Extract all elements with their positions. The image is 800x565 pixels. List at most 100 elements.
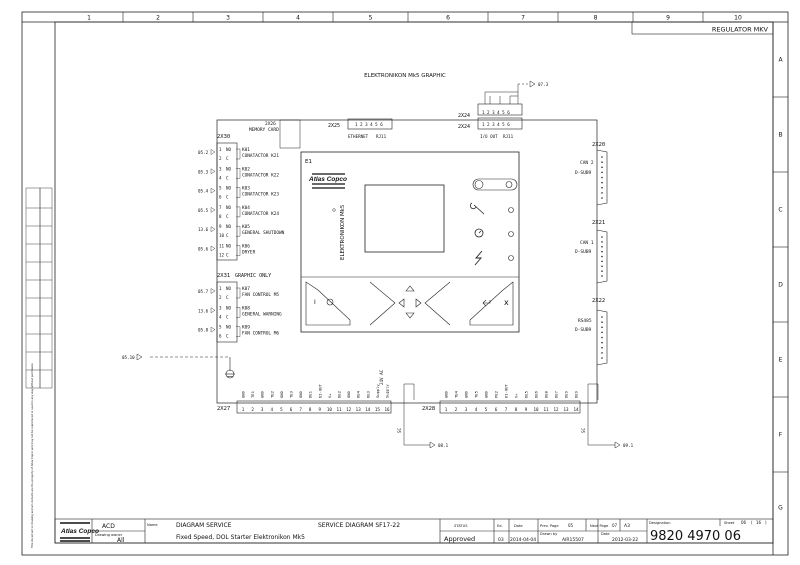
relay-pin: 6 — [219, 334, 222, 339]
relay-code: K04 — [242, 205, 250, 211]
signal-label: GND — [241, 390, 246, 398]
title-block — [54, 518, 774, 544]
dsub-2x21 — [596, 229, 608, 284]
tb-date-label: Date — [514, 524, 523, 528]
ethernet-pins: 1 2 3 4 5 6 — [355, 122, 383, 127]
relay-ref: 05.6 — [198, 247, 209, 252]
relay-ref: 05.4 — [198, 189, 209, 194]
dsub-pin — [601, 270, 603, 272]
dsub-pin — [601, 156, 603, 158]
pin-number: 8 — [309, 407, 312, 412]
pin-number: 6 — [290, 407, 293, 412]
relay-pin: 3 — [219, 305, 222, 310]
relay-contact: NO — [226, 286, 232, 291]
relay-pin: 4 — [219, 314, 222, 319]
io-out-pins: 1 2 3 4 5 6 — [482, 122, 510, 127]
connector-2x21-tag: 2X21 — [592, 220, 605, 226]
relay-switch — [236, 287, 241, 299]
pin-number: 7 — [299, 407, 302, 412]
pin-number: 10 — [533, 407, 539, 412]
relay-ref: 05.3 — [198, 169, 209, 174]
column-number: 7 — [521, 15, 525, 22]
io-out-sub: RJ11 — [503, 134, 514, 139]
relay-switch — [236, 148, 241, 160]
row-letter: B — [778, 132, 782, 139]
io-out-ref-arrow — [529, 80, 536, 88]
relay-contact: C — [226, 334, 229, 339]
relay-desc: FAN CONTROL M5 — [242, 292, 279, 298]
tb-format: A3 — [624, 523, 630, 529]
relay-pin: 10 — [219, 233, 225, 238]
wrench-icon — [469, 202, 485, 215]
relay-switch — [236, 226, 241, 237]
tb-prev-page: 05 — [568, 523, 574, 528]
signal-label: V+ — [327, 393, 332, 398]
signals-2x27: GND1TE12GND3TE24GND5TE36GND7DE18DI-OUT9V… — [241, 384, 390, 412]
relay-desc: DRYER — [242, 250, 256, 256]
relay-contact: NO — [226, 305, 232, 310]
stop-key-icon — [326, 298, 334, 306]
dsub-pin — [601, 331, 603, 334]
connector-2x31 — [216, 281, 238, 343]
relay-contact: C — [226, 214, 229, 219]
company-name: Atlas Copco — [60, 528, 99, 535]
relay-pin: 8 — [219, 214, 222, 219]
dsub-pin — [601, 255, 603, 258]
relay-pin: 2 — [219, 295, 222, 300]
tb-date: 2014-04-04 — [510, 537, 536, 543]
tb-date2: 2012-03-22 — [612, 537, 638, 543]
enter-key-icon — [482, 299, 491, 307]
tb-ed: 03 — [498, 537, 504, 543]
relay-pin: 9 — [219, 224, 222, 229]
tb-sheet-label: Sheet — [724, 521, 735, 525]
arrow-right-icon — [415, 298, 422, 308]
device-text: ELEKTRONIKON Mk5 — [340, 204, 346, 260]
memory-card-tag: 2X26 — [265, 121, 276, 127]
pin-number: 12 — [346, 407, 352, 412]
relay-arrow — [210, 326, 216, 333]
device-body — [300, 151, 520, 333]
io-out-port — [477, 117, 523, 130]
relay-arrow — [210, 226, 216, 233]
tb-status-label: STATUS — [454, 524, 468, 528]
pin-number: 2 — [455, 407, 458, 412]
pin-number: 11 — [543, 407, 549, 412]
dsub-pin — [601, 357, 603, 359]
signal-label: V+ — [514, 393, 519, 398]
signal-label: GND — [279, 390, 284, 398]
relay-switch — [236, 326, 241, 337]
relay-switch — [236, 206, 241, 218]
dsub-pin — [601, 275, 603, 277]
column-number: 1 — [87, 15, 91, 22]
pin-number: 7 — [505, 407, 508, 412]
tb-service-diagram: SERVICE DIAGRAM SF17-22 — [318, 522, 400, 529]
shield-arrow-left — [429, 441, 436, 449]
pin-number: 3 — [465, 407, 468, 412]
relay-contact: C — [226, 233, 229, 238]
connector-2x28-tag: 2X28 — [422, 406, 435, 412]
tb-date2-label: Date — [601, 532, 610, 536]
pin-number: 5 — [280, 407, 283, 412]
memory-card-slot — [279, 119, 301, 149]
shield-ref-right: 09.1 — [623, 443, 634, 448]
relay-pin: 11 — [219, 244, 225, 249]
arrow-left-icon — [398, 298, 405, 308]
tb-designation: 9820 4970 06 — [650, 529, 741, 544]
brand-bars — [312, 173, 345, 189]
connector-2x20-tag: 2X20 — [592, 142, 605, 148]
relay-contact: C — [226, 175, 229, 180]
signal-label: TE5 — [474, 391, 479, 398]
shield-arrow-right — [614, 441, 621, 449]
dsub-pin — [601, 265, 603, 268]
tb-ed-label: Ed. — [497, 524, 503, 528]
relay-switch — [236, 307, 241, 318]
relay-pin: 6 — [219, 195, 222, 200]
device-brand: Atlas Copco — [308, 176, 347, 183]
relay-switch — [236, 168, 241, 179]
pin-number: 2 — [251, 407, 254, 412]
relay-ref: 05.5 — [198, 208, 209, 213]
column-number: 2 — [156, 15, 160, 22]
